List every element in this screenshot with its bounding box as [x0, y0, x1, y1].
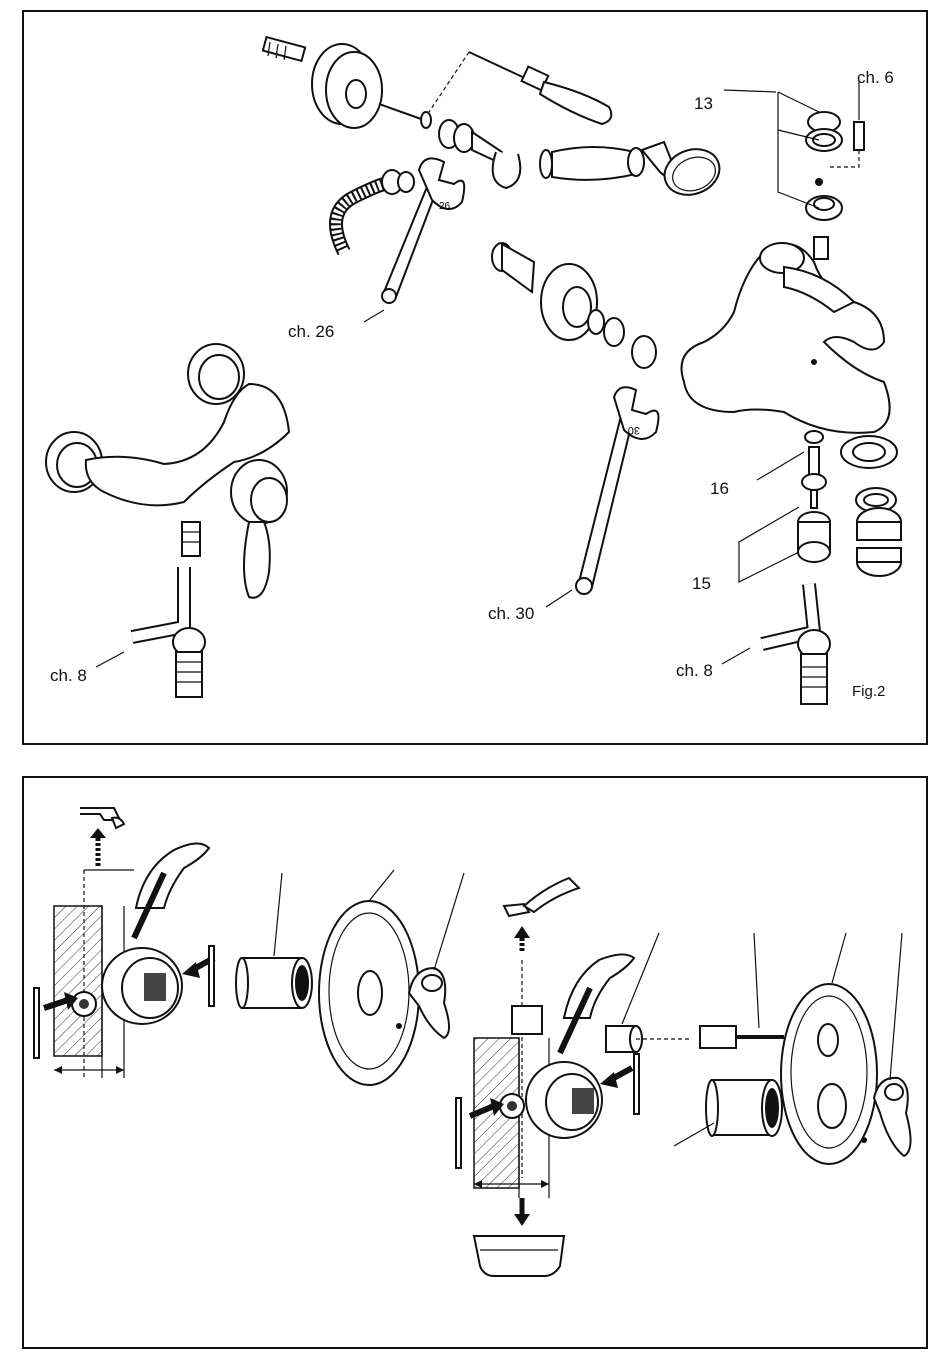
eccentric-union-right — [798, 630, 830, 704]
down-arrow-bath — [514, 1198, 530, 1226]
shower-outlet-icon — [80, 808, 124, 828]
hand-tool-left — [134, 843, 209, 938]
label-ch30: ch. 30 — [488, 605, 534, 622]
fixing-screw — [379, 104, 431, 128]
threaded-stub — [263, 37, 305, 61]
cover-sleeve-right — [674, 1080, 782, 1146]
eccentric-union-left — [173, 628, 205, 697]
cover-cap — [312, 44, 382, 128]
aerator-parts — [841, 436, 901, 576]
label-ch8-right: ch. 8 — [676, 662, 713, 679]
label-ch8-left: ch. 8 — [50, 667, 87, 684]
up-arrow-left — [90, 828, 106, 866]
wrench-26-mark: 26 — [439, 201, 451, 212]
cover-sleeve-left — [236, 873, 312, 1008]
diverter-cartridge — [739, 431, 830, 582]
hand-shower-icon — [504, 878, 579, 916]
exploded-parts-drawing: 26 — [24, 12, 930, 747]
cover-sleeve-small — [606, 933, 692, 1052]
wrench-30-mark: 30 — [628, 424, 640, 436]
label-16: 16 — [710, 480, 729, 497]
rosette-right — [781, 933, 877, 1164]
handle-cap-assembly — [778, 92, 842, 259]
bath-mixer — [682, 243, 890, 433]
rosette-left — [319, 870, 419, 1085]
installation-drawing — [24, 778, 930, 1351]
shower-mixer — [46, 344, 289, 598]
exploded-view-panel: 26 — [22, 10, 928, 745]
label-ch6: ch. 6 — [857, 69, 894, 86]
label-13: 13 — [694, 95, 713, 112]
up-arrow-right — [514, 926, 530, 953]
label-ch26: ch. 26 — [288, 323, 334, 340]
figure-label: Fig.2 — [852, 684, 885, 699]
wall-union — [492, 243, 656, 368]
diverter-spindle — [700, 933, 784, 1048]
label-15: 15 — [692, 575, 711, 592]
installation-panel — [22, 776, 928, 1349]
screwdriver — [429, 52, 611, 124]
flexible-hose — [336, 170, 414, 252]
hex-key-left — [96, 567, 184, 667]
shower-holder — [439, 120, 520, 188]
hand-shower — [540, 142, 726, 202]
bathtub-icon — [474, 1236, 564, 1276]
wrench-30: 30 — [546, 387, 658, 607]
